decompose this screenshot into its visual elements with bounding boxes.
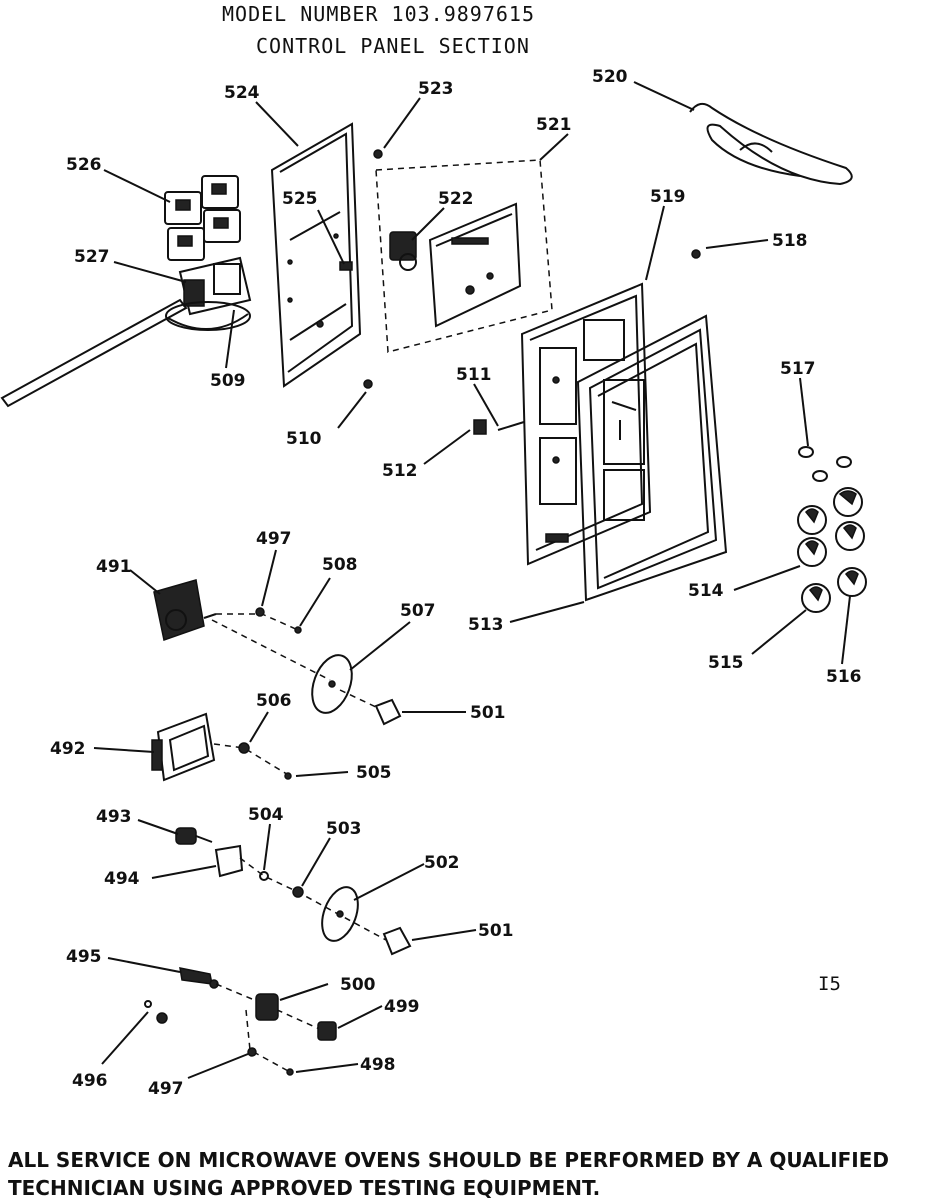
door-frame-513 [576, 314, 728, 602]
label-525: 525 [282, 189, 318, 209]
screw-510 [363, 379, 373, 389]
label-526: 526 [66, 155, 102, 175]
axis-491 [211, 613, 331, 681]
label-512: 512 [382, 461, 418, 481]
label-511: 511 [456, 365, 492, 385]
knob-501a [374, 698, 402, 726]
leader-lines [93, 81, 851, 1079]
axis-507 [339, 689, 379, 709]
clip-512 [473, 419, 487, 435]
switch-493 [175, 827, 213, 845]
service-notice: ALL SERVICE ON MICROWAVE OVENS SHOULD BE… [8, 1146, 948, 1202]
label-505: 505 [356, 763, 392, 783]
washer-497b [247, 1047, 257, 1057]
part-labels: 524 523 521 520 526 525 522 519 518 527 … [50, 67, 862, 1099]
wire-harness-520 [689, 102, 853, 186]
switch-495 [179, 967, 219, 989]
label-522: 522 [438, 189, 474, 209]
axis-497b [245, 1009, 291, 1073]
label-514: 514 [688, 581, 724, 601]
coupler-500 [255, 993, 279, 1021]
timer-assembly-521 [375, 159, 553, 353]
knob-set [797, 446, 867, 613]
model-number-heading: MODEL NUMBER 103.9897615 [222, 2, 535, 26]
label-494: 494 [104, 869, 140, 889]
label-520: 520 [592, 67, 628, 87]
page-id: I5 [818, 973, 841, 995]
label-493: 493 [96, 807, 132, 827]
screw-508 [294, 626, 302, 634]
label-513: 513 [468, 615, 504, 635]
clip-496a [144, 1000, 152, 1008]
nut-506 [238, 742, 250, 754]
control-panel-519 [520, 282, 652, 566]
clip-496b [156, 1012, 168, 1024]
service-notice-line-1: ALL SERVICE ON MICROWAVE OVENS SHOULD BE… [8, 1148, 890, 1172]
plate-494 [214, 844, 244, 878]
label-495: 495 [66, 947, 102, 967]
washer-504 [259, 871, 269, 881]
dial-502 [321, 886, 359, 942]
label-502: 502 [424, 853, 460, 873]
label-503: 503 [326, 819, 362, 839]
screw-523 [373, 149, 383, 159]
diagram-drawing: 524 523 521 520 526 525 522 519 518 527 … [0, 67, 867, 1099]
label-523: 523 [418, 79, 454, 99]
relay-cluster-526 [164, 175, 241, 261]
label-519: 519 [650, 187, 686, 207]
label-504: 504 [248, 805, 284, 825]
label-497-a: 497 [256, 529, 292, 549]
axis-493 [239, 857, 387, 941]
service-notice-line-2: TECHNICIAN USING APPROVED TESTING EQUIPM… [8, 1176, 601, 1200]
label-515: 515 [708, 653, 744, 673]
probe-rod [0, 298, 188, 408]
label-499: 499 [384, 997, 420, 1017]
label-510: 510 [286, 429, 322, 449]
mounting-plate-524 [270, 122, 362, 388]
timer-491 [153, 579, 217, 641]
washer-497a [255, 607, 265, 617]
dial-507 [311, 654, 353, 714]
nut-503 [292, 886, 304, 898]
label-500: 500 [340, 975, 376, 995]
part-511-bracket [497, 421, 525, 431]
label-498: 498 [360, 1055, 396, 1075]
axis-492 [213, 743, 291, 777]
label-496: 496 [72, 1071, 108, 1091]
screw-505 [284, 772, 292, 780]
label-491: 491 [96, 557, 132, 577]
label-516: 516 [826, 667, 862, 687]
label-524: 524 [224, 83, 260, 103]
screw-518 [691, 249, 701, 259]
label-507: 507 [400, 601, 436, 621]
switch-assembly-527 [165, 256, 252, 331]
relay-492 [151, 712, 216, 782]
label-517: 517 [780, 359, 816, 379]
label-506: 506 [256, 691, 292, 711]
label-501-b: 501 [478, 921, 514, 941]
label-492: 492 [50, 739, 86, 759]
knob-499 [317, 1021, 337, 1041]
label-521: 521 [536, 115, 572, 135]
label-527: 527 [74, 247, 110, 267]
section-title: CONTROL PANEL SECTION [256, 34, 530, 58]
label-508: 508 [322, 555, 358, 575]
label-497-b: 497 [148, 1079, 184, 1099]
label-501-a: 501 [470, 703, 506, 723]
knob-501b [382, 926, 412, 956]
label-518: 518 [772, 231, 808, 251]
screw-498 [286, 1068, 294, 1076]
label-509: 509 [210, 371, 246, 391]
